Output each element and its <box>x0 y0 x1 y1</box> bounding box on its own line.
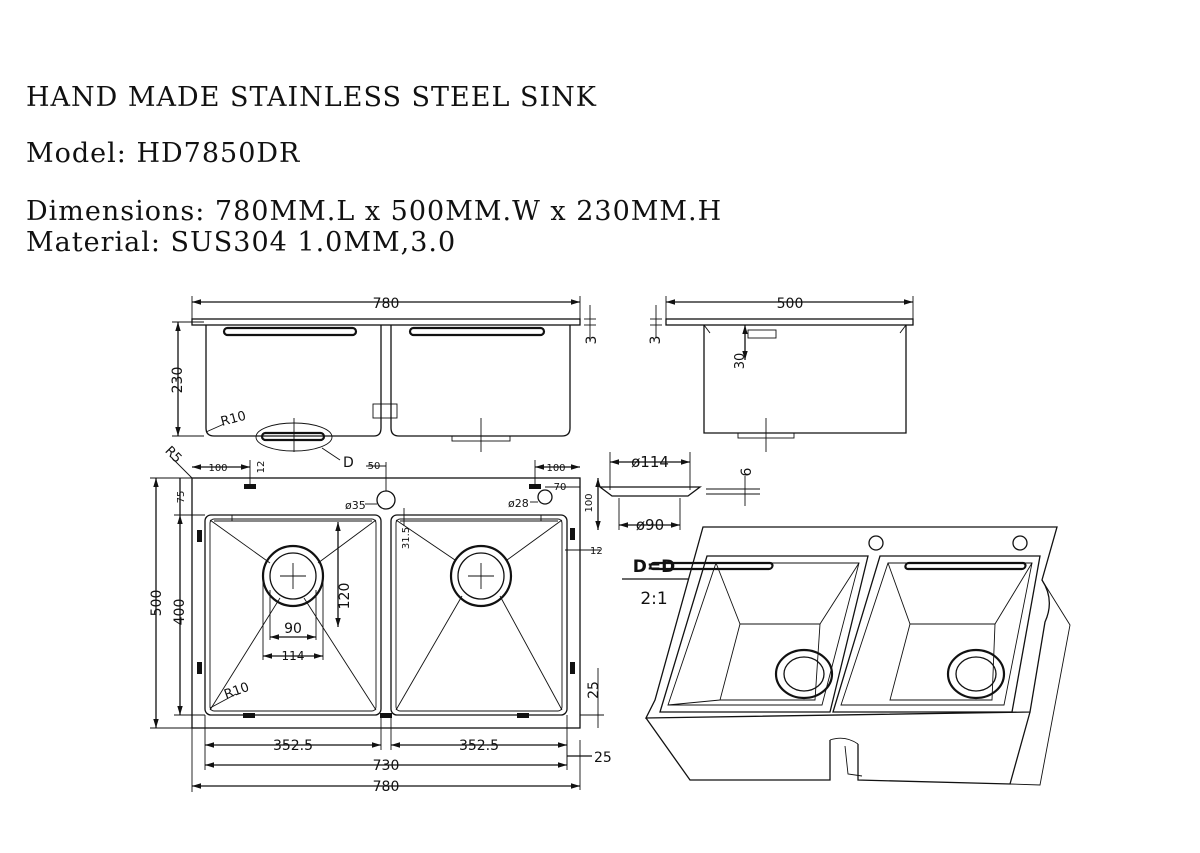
drain-depth-label: 120 <box>337 583 353 610</box>
sink-title: HAND MADE STAINLESS STEEL SINK <box>26 82 597 113</box>
detail-mark: D <box>343 455 354 471</box>
side-view: 500 30 3 <box>648 296 914 452</box>
tap-left-offset-label: 12 <box>256 461 267 474</box>
inner-width-label: 730 <box>373 758 400 774</box>
side-lip-label: 3 <box>648 336 664 345</box>
detail-view: ø114 6 ø90 D=D 2:1 <box>598 452 760 609</box>
bowl-right-width-label: 352.5 <box>459 738 499 754</box>
front-width-label: 780 <box>373 296 400 312</box>
overall-width-label: 780 <box>373 779 400 795</box>
side-gap-label: 12 <box>590 546 603 557</box>
hole-small-label: ø28 <box>508 497 529 510</box>
detail-outer-label: ø114 <box>631 453 669 471</box>
detail-scale: 2:1 <box>640 589 667 609</box>
front-height-label: 230 <box>170 367 186 394</box>
top-view: R5 100 12 50 100 ø35 ø28 70 100 12 31.5 … <box>149 444 612 795</box>
side-width-label: 500 <box>777 296 804 312</box>
material-text: Material: SUS304 1.0MM,3.0 <box>26 227 457 258</box>
tap-right-label: 100 <box>546 463 565 474</box>
drain-inner-label: 90 <box>284 621 302 637</box>
detail-inner-label: ø90 <box>636 516 664 534</box>
corner-radius-label: R5 <box>162 444 185 467</box>
side-depth-100-label: 100 <box>584 493 595 512</box>
front-gap-label: 25 <box>586 681 602 699</box>
tap-left-label: 100 <box>208 463 227 474</box>
model-text: Model: HD7850DR <box>26 138 301 169</box>
detail-title: D=D <box>633 557 675 577</box>
detail-thickness-label: 6 <box>739 467 755 476</box>
inner-depth-label: 400 <box>172 599 188 626</box>
hole-large-label: ø35 <box>345 499 366 512</box>
front-lip-label: 3 <box>584 336 600 345</box>
hole-depth-label: 31.5 <box>401 527 412 549</box>
tap-mid-label: 50 <box>368 461 381 472</box>
rear-gap-label: 75 <box>176 491 187 504</box>
overall-depth-label: 500 <box>149 590 165 617</box>
front-view: 780 230 3 R10 D <box>170 296 600 471</box>
front-radius-label: R10 <box>219 409 248 430</box>
isometric-view <box>644 526 1071 786</box>
side-depth-label: 30 <box>733 353 748 370</box>
side-gap-right-label: 25 <box>594 750 612 766</box>
bowl-left-width-label: 352.5 <box>273 738 313 754</box>
hole-small-offset-label: 70 <box>554 482 567 493</box>
dimensions-text: Dimensions: 780MM.L x 500MM.W x 230MM.H <box>26 196 723 227</box>
drain-outer-label: 114 <box>282 649 305 663</box>
